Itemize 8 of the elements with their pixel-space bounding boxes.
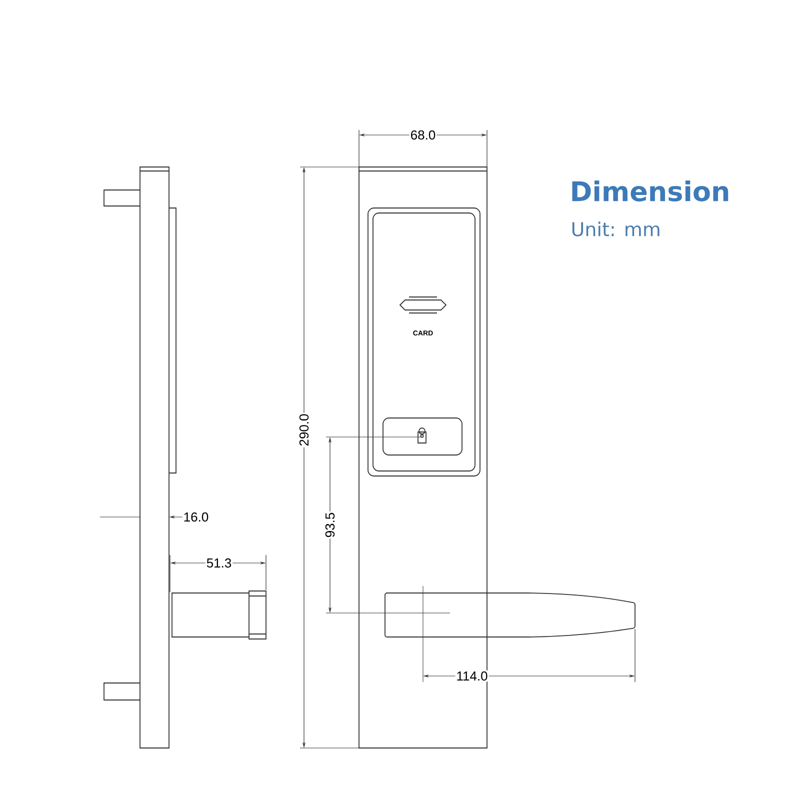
- dimension-label: 51.3: [205, 557, 233, 569]
- dimension-label: 68.0: [409, 129, 437, 141]
- dimension-label: 93.5: [324, 511, 336, 539]
- dimension-label: 16.0: [182, 511, 210, 523]
- unit-label: Unit: mm: [572, 222, 660, 236]
- dimension-label: 290.0: [298, 412, 310, 448]
- dimension-label: 114.0: [455, 670, 489, 682]
- heading: Dimension: [572, 180, 728, 202]
